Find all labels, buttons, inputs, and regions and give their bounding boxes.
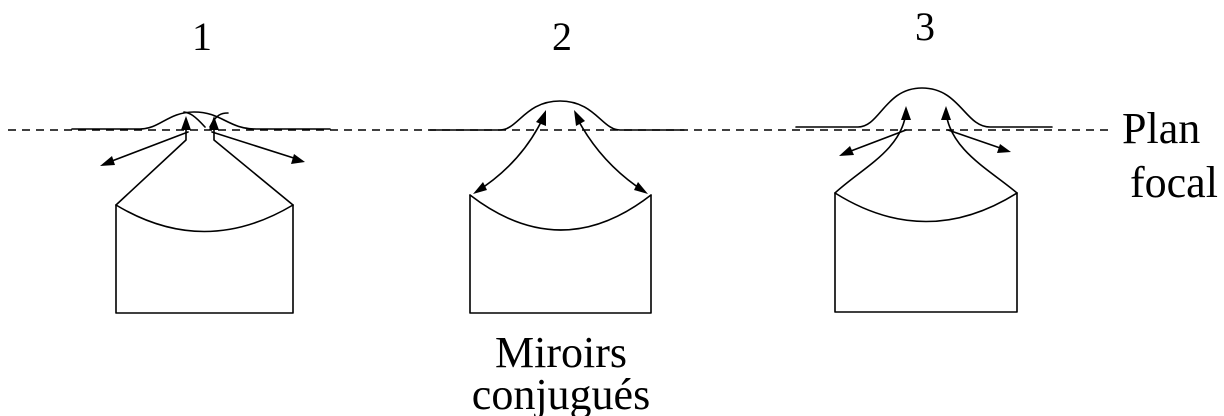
wavefront-2 [429, 100, 685, 131]
arrowhead [941, 106, 951, 120]
arrowhead [473, 182, 487, 194]
mirror-2-surface [469, 194, 652, 231]
mirror-3-ray-right [945, 111, 1018, 194]
arrowhead [901, 106, 911, 120]
mirror-1-reflect-left [103, 131, 189, 165]
arrowhead [634, 182, 648, 194]
mirror-3-surface [834, 192, 1018, 223]
arrowhead [839, 146, 854, 156]
mirror-3-group [795, 87, 1053, 313]
label-mirror-3: 3 [915, 4, 935, 49]
arrowhead [997, 144, 1011, 153]
arrowhead [181, 116, 191, 130]
mirror-3-ray-left [834, 111, 907, 194]
mirror-2-ray-left [475, 115, 545, 193]
mirror-3-reflect-left [842, 129, 907, 155]
label-mirror-2: 2 [552, 14, 572, 59]
focal-plane-label-line2: focal [1130, 158, 1218, 207]
arrowhead [209, 116, 219, 130]
caption-line2: conjugués [472, 370, 650, 416]
mirror-3-body [834, 192, 1018, 313]
label-mirror-1: 1 [192, 14, 212, 59]
mirror-2-group [429, 100, 685, 314]
arrowhead [536, 110, 546, 126]
wavefront-1 [71, 111, 331, 130]
mirror-1-ray-right [213, 121, 294, 206]
mirror-1-ray-left [115, 121, 187, 206]
mirror-1-surface [115, 204, 294, 233]
mirror-2-body [469, 194, 652, 314]
focal-plane-label-line1: Plan [1122, 104, 1200, 153]
arrowhead [574, 110, 585, 126]
mirror-1-group [71, 111, 331, 314]
arrowhead [100, 156, 115, 166]
mirror-1-body [115, 204, 294, 314]
arrowhead [291, 154, 305, 164]
mirror-2-ray-right [575, 115, 646, 193]
mirror-1-ray-loop-left [183, 111, 206, 128]
mirror-3-reflect-right [947, 129, 1007, 151]
wavefront-3 [795, 87, 1053, 128]
mirror-1-reflect-right [211, 131, 301, 161]
caption-line1: Miroirs [495, 328, 627, 377]
